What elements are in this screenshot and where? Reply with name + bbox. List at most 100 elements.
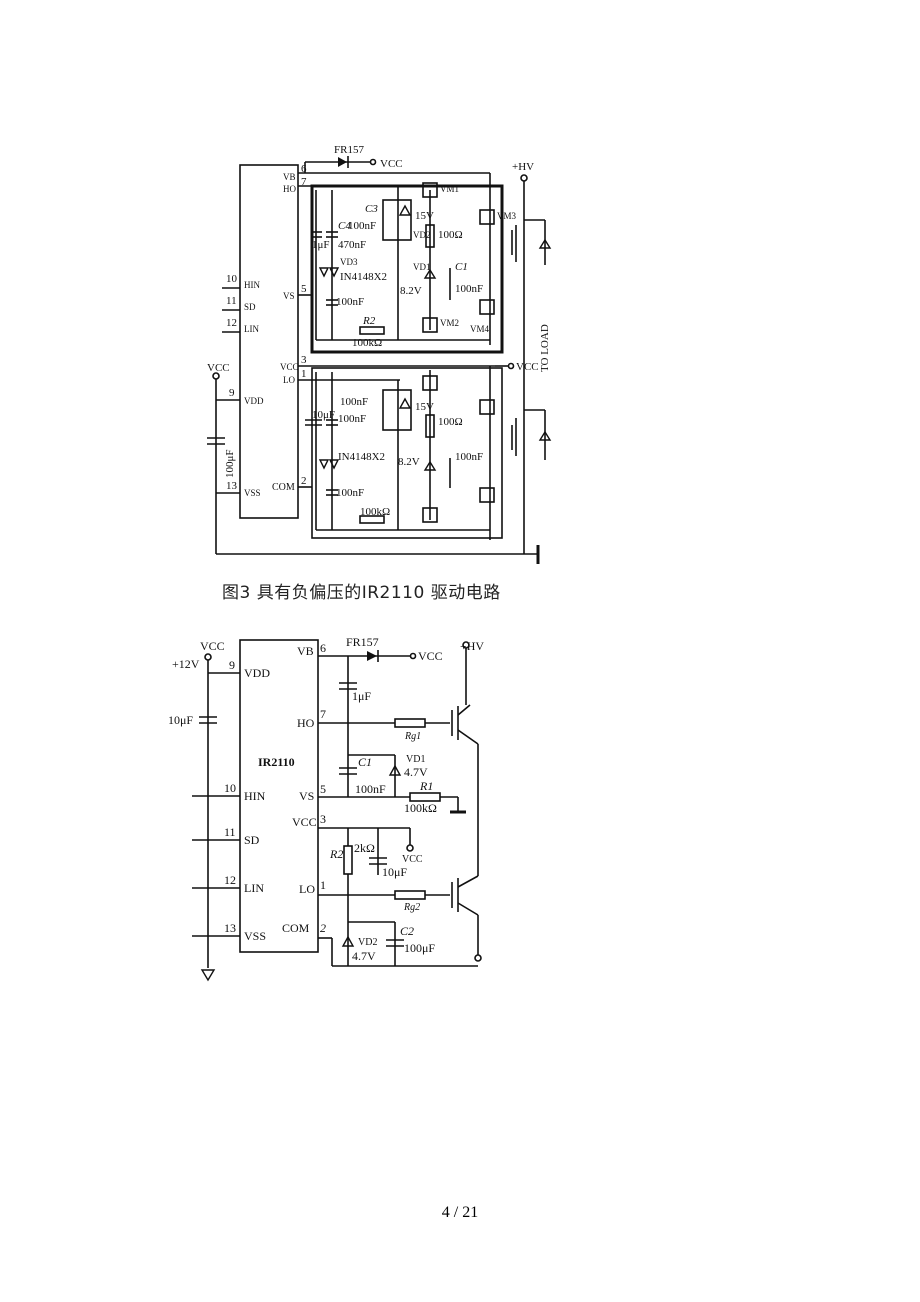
- label-fr157: FR157: [334, 144, 364, 156]
- label2-rg2: Rg2: [403, 902, 420, 913]
- label2-vdd: VDD: [244, 666, 270, 680]
- label-vm4: VM4: [470, 324, 490, 334]
- figure2-labels: IR2110 VCC +12V 10μF 9 VDD 10 HIN 11 SD …: [168, 635, 484, 963]
- label-vd2: VD2: [413, 230, 431, 240]
- label2-pin10: 10: [224, 781, 236, 795]
- pin-vb: VB: [283, 172, 296, 182]
- label2-r2val: 2kΩ: [354, 841, 375, 855]
- pin-5: 5: [301, 283, 307, 295]
- label-100nf-d: 100nF: [340, 396, 368, 408]
- label2-c2: C2: [400, 924, 414, 938]
- label-100r-b: 100Ω: [438, 416, 463, 428]
- label2-12v: +12V: [172, 657, 200, 671]
- label2-vd2v: 4.7V: [352, 949, 376, 963]
- pin-com: COM: [272, 482, 295, 493]
- label-100k-a: 100kΩ: [352, 337, 382, 349]
- label2-c1: C1: [358, 755, 372, 769]
- label-vm2: VM2: [440, 318, 459, 328]
- label2-r2: R2: [329, 847, 343, 861]
- label2-pin6: 6: [320, 641, 326, 655]
- pin-1: 1: [301, 368, 307, 380]
- label2-c2val: 100μF: [404, 941, 435, 955]
- label2-pin12: 12: [224, 873, 236, 887]
- label2-c1val: 100nF: [355, 782, 386, 796]
- pin-11: 11: [226, 295, 237, 307]
- label-100nf-c: 100nF: [455, 283, 483, 295]
- label-vcc-left: VCC: [207, 362, 230, 374]
- label2-pin11: 11: [224, 825, 236, 839]
- label2-sd: SD: [244, 833, 260, 847]
- label2-10uf-b: 10μF: [382, 865, 407, 879]
- label-100nf-f: 100nF: [455, 451, 483, 463]
- label2-hv: +HV: [460, 639, 484, 653]
- label2-vcc-left: VCC: [200, 639, 225, 653]
- label-100nf-b: 100nF: [336, 296, 364, 308]
- label2-1uf: 1μF: [352, 689, 371, 703]
- label2-vd1: VD1: [406, 754, 425, 765]
- pin-12: 12: [226, 317, 237, 329]
- label2-vd2: VD2: [358, 937, 377, 948]
- label2-vb: VB: [297, 644, 314, 658]
- label2-pin5: 5: [320, 782, 326, 796]
- pin-vss: VSS: [244, 488, 261, 498]
- label-1uf: 1μF: [312, 239, 330, 251]
- label-vcc-top: VCC: [380, 158, 403, 170]
- figure1-labels: FR157 VCC +HV TO LOAD VCC 6 7 5 3 1 2 VB…: [207, 144, 551, 518]
- pin-vcc: VCC: [280, 362, 299, 372]
- label-to-load: TO LOAD: [539, 324, 551, 372]
- label-100nf-a: 100nF: [348, 220, 376, 232]
- label2-vcc-small: VCC: [402, 854, 423, 865]
- pin-hin: HIN: [244, 280, 260, 290]
- label-10uf: 10μF: [312, 409, 335, 421]
- label2-chip: IR2110: [258, 755, 295, 769]
- pin-13: 13: [226, 480, 238, 492]
- label2-com: COM: [282, 921, 310, 935]
- label2-pin3: 3: [320, 812, 326, 826]
- label2-fr157: FR157: [346, 635, 379, 649]
- label2-vcc-pin: VCC: [292, 815, 317, 829]
- label-100nf-e: 100nF: [338, 413, 366, 425]
- pin-3: 3: [301, 354, 307, 366]
- pin-ho: HO: [283, 184, 296, 194]
- pin-6: 6: [301, 163, 307, 175]
- label2-vcc-top: VCC: [418, 649, 443, 663]
- pin-vdd: VDD: [244, 396, 264, 406]
- label2-10uf: 10μF: [168, 713, 193, 727]
- label-82v-b: 8.2V: [398, 456, 420, 468]
- label-c1: C1: [455, 261, 468, 273]
- label-82v-a: 8.2V: [400, 285, 422, 297]
- label-100uf: 100μF: [224, 449, 236, 478]
- label-100nf-g: 100nF: [336, 487, 364, 499]
- label-vm1: VM1: [440, 184, 459, 194]
- pin-2: 2: [301, 475, 307, 487]
- label2-rg1: Rg1: [404, 731, 421, 742]
- label-r2: R2: [362, 315, 376, 327]
- label2-lo: LO: [299, 882, 315, 896]
- pin-9: 9: [229, 387, 235, 399]
- pin-7: 7: [301, 176, 307, 188]
- pin-lin: LIN: [244, 324, 259, 334]
- label2-pin1: 1: [320, 878, 326, 892]
- label2-vss: VSS: [244, 929, 266, 943]
- label2-lin: LIN: [244, 881, 264, 895]
- pin-lo: LO: [283, 375, 295, 385]
- figure2-schematic: [192, 639, 482, 982]
- pin-10: 10: [226, 273, 238, 285]
- label-15v-a: 15V: [415, 210, 434, 222]
- label2-vd1v: 4.7V: [404, 765, 428, 779]
- label2-pin13: 13: [224, 921, 236, 935]
- label-vcc-mid: VCC: [516, 361, 539, 373]
- label2-pin9: 9: [229, 658, 235, 672]
- label2-r1val: 100kΩ: [404, 801, 437, 815]
- label-100r-a: 100Ω: [438, 229, 463, 241]
- label-in4148-b: IN4148X2: [338, 451, 385, 463]
- pin-sd: SD: [244, 302, 256, 312]
- label-c3: C3: [365, 203, 378, 215]
- label2-vs: VS: [299, 789, 314, 803]
- label2-pin2: 2: [320, 921, 326, 935]
- label2-ho: HO: [297, 716, 315, 730]
- label-vm3: VM3: [497, 211, 517, 221]
- label-vd3: VD3: [340, 257, 358, 267]
- page-number: 4 / 21: [441, 1204, 479, 1221]
